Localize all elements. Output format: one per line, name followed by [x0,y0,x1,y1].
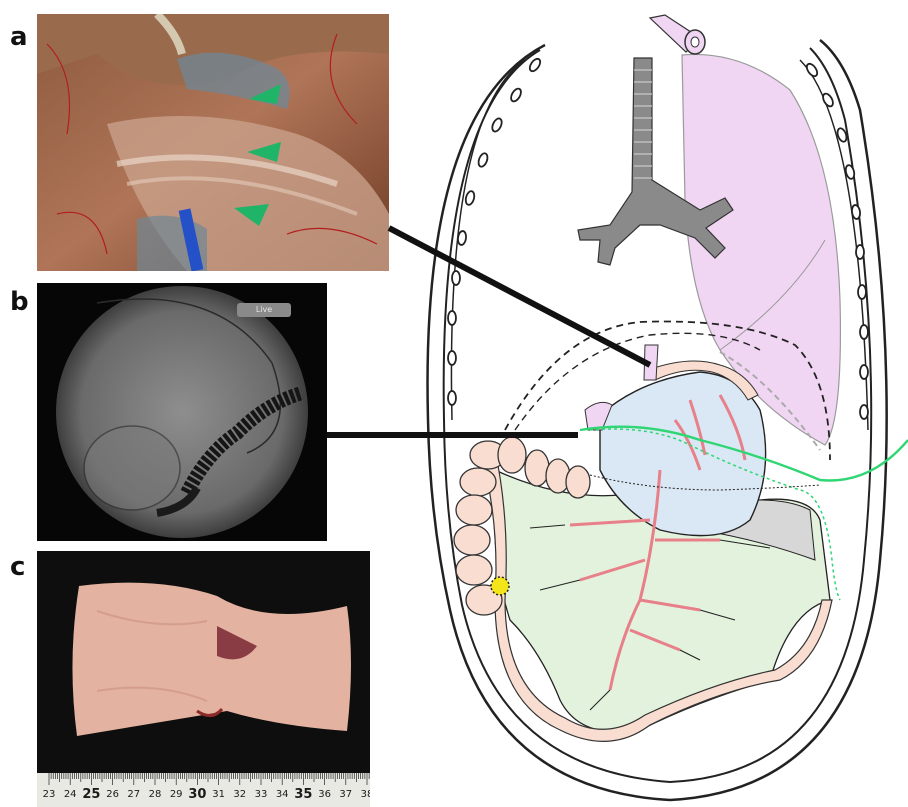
tumor-marker [491,577,509,595]
